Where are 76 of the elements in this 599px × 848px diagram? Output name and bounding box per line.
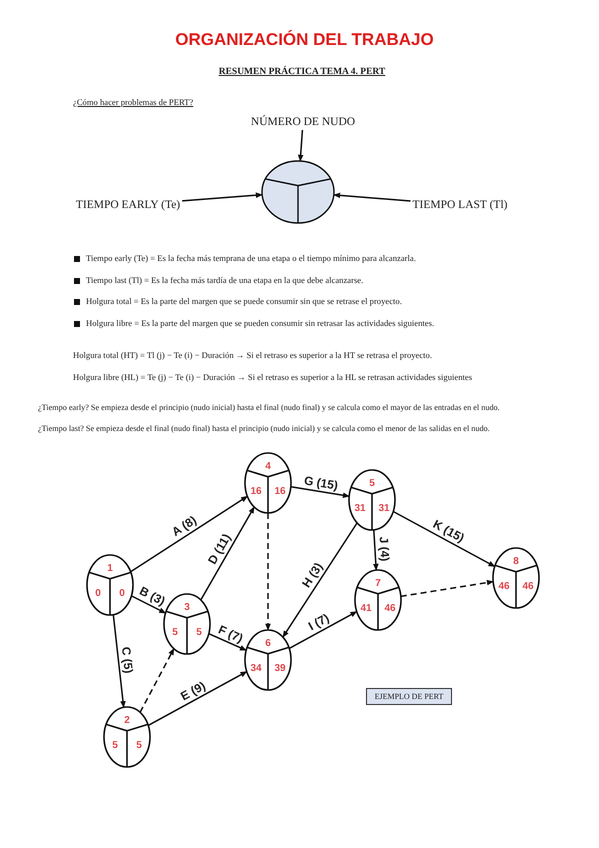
late-time: 0 bbox=[118, 588, 126, 599]
text-line: Holgura total (HT) = Tl (j) − Te (i) − Duración → Si el retraso es superior a la HT se retrasa el proyecto. bbox=[73, 350, 432, 360]
text-line: Tiempo last (Tl) = Es la fecha más tardía de una etapa en la que debe alcanzarse. bbox=[86, 275, 364, 285]
edge-label: G (15) bbox=[304, 472, 340, 492]
event-node bbox=[86, 554, 134, 616]
edge-label: K (15) bbox=[430, 516, 466, 546]
node-number: 3 bbox=[183, 602, 191, 613]
early-time: 0 bbox=[94, 588, 102, 599]
event-node bbox=[163, 593, 211, 655]
text-line: Holgura libre = Es la parte del margen que se pueden consumir sin retrasar las actividades siguientes. bbox=[86, 318, 434, 328]
arrow bbox=[290, 486, 350, 498]
arrow bbox=[139, 648, 175, 713]
node-number: 5 bbox=[368, 478, 376, 489]
early-time: 16 bbox=[249, 486, 263, 497]
arrow bbox=[265, 513, 271, 631]
arrow bbox=[298, 130, 304, 162]
arrow bbox=[333, 192, 411, 202]
arrow bbox=[400, 580, 494, 598]
late-time: 46 bbox=[521, 582, 535, 592]
text-line: ¿Tiempo last? Se empieza desde el final (nudo final) hasta el principio (nudo inicial) y se calcula como el menor de las salidas en el nudo. bbox=[38, 424, 490, 433]
text-line: ¿Tiempo early? Se empieza desde el principio (nudo inicial) hasta el final (nudo final) y se calcula como el mayor de las entradas en el nudo. bbox=[38, 403, 500, 412]
page-title: ORGANIZACIÓN DEL TRABAJO bbox=[174, 30, 435, 50]
early-time: 34 bbox=[249, 664, 263, 674]
early-time: 31 bbox=[353, 504, 367, 514]
arrow bbox=[373, 530, 379, 571]
arrow bbox=[148, 670, 248, 726]
event-node bbox=[244, 629, 292, 691]
event-node bbox=[348, 469, 396, 531]
arrow bbox=[200, 506, 255, 600]
edge-label: C (5) bbox=[119, 646, 136, 674]
edge-label: H (3) bbox=[299, 560, 326, 590]
event-node bbox=[492, 547, 540, 609]
arrow bbox=[112, 614, 126, 708]
late-time: 39 bbox=[273, 664, 287, 674]
node-label: NÚMERO DE NUDO bbox=[250, 116, 356, 128]
arrow bbox=[288, 610, 358, 650]
edge-label: B (3) bbox=[138, 584, 168, 609]
node-number: 8 bbox=[512, 556, 520, 567]
arrow bbox=[182, 192, 263, 202]
text-line: Holgura libre (HL) = Te (j) − Te (i) − Duración → Si el retraso es superior a la HL se retrasan actividades siguientes bbox=[73, 372, 472, 382]
arrow bbox=[392, 510, 496, 568]
arrow bbox=[131, 595, 166, 614]
edge-label: J (4) bbox=[376, 536, 392, 562]
caption-box: EJEMPLO DE PERT bbox=[366, 688, 452, 704]
node-number: 6 bbox=[264, 638, 272, 649]
node-diagram-circle bbox=[261, 160, 335, 224]
subtitle: RESUMEN PRÁCTICA TEMA 4. PERT bbox=[218, 67, 386, 77]
event-node bbox=[103, 706, 151, 768]
event-node bbox=[244, 452, 292, 514]
edge-label: F (7) bbox=[216, 622, 246, 646]
early-time: 46 bbox=[497, 582, 511, 592]
late-time: 5 bbox=[195, 628, 203, 638]
text-line: Tiempo early (Te) = Es la fecha más temprana de una etapa o el tiempo mínimo para alcanzarla. bbox=[86, 253, 416, 263]
node-number: 2 bbox=[123, 716, 131, 726]
node-label: TIEMPO LAST (Tl) bbox=[412, 199, 508, 211]
arrow bbox=[282, 522, 358, 638]
node-number: 1 bbox=[106, 564, 114, 574]
arrow bbox=[130, 496, 248, 572]
late-time: 5 bbox=[135, 740, 143, 751]
edge-label: A (8) bbox=[169, 513, 199, 540]
early-time: 41 bbox=[359, 604, 373, 614]
section-heading: ¿Cómo hacer problemas de PERT? bbox=[73, 97, 194, 107]
node-number: 4 bbox=[264, 462, 272, 472]
edge-label: I (7) bbox=[306, 610, 332, 634]
event-node bbox=[354, 569, 402, 631]
late-time: 31 bbox=[377, 504, 391, 514]
early-time: 5 bbox=[171, 628, 179, 638]
node-number: 7 bbox=[374, 578, 382, 589]
text-line: Holgura total = Es la parte del margen que se puede consumir sin que se retrase el proyecto. bbox=[86, 296, 402, 306]
arrow bbox=[208, 632, 247, 652]
edge-label: D (11) bbox=[205, 531, 234, 567]
edge-label: E (9) bbox=[178, 678, 208, 703]
late-time: 46 bbox=[383, 604, 397, 614]
late-time: 16 bbox=[273, 486, 287, 497]
node-label: TIEMPO EARLY (Te) bbox=[76, 199, 180, 211]
early-time: 5 bbox=[111, 740, 119, 751]
